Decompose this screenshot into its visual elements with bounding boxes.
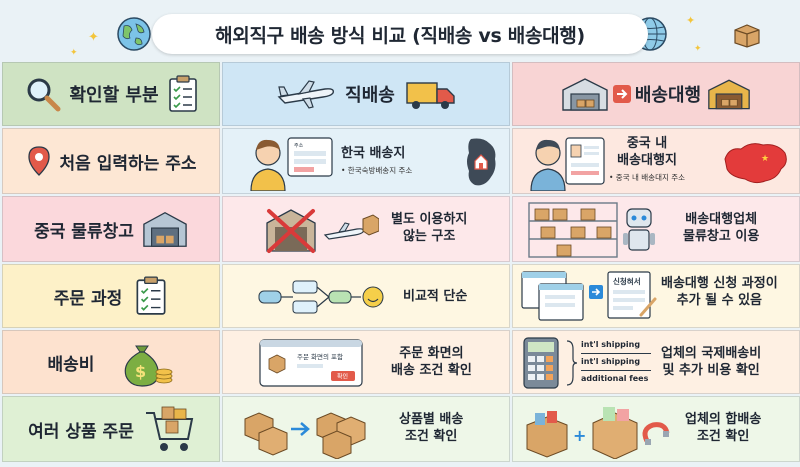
fee-item: int'l shipping bbox=[581, 354, 651, 371]
page-title-text: 해외직구 배송 방식 비교 (직배송 vs 배송대행) bbox=[215, 24, 585, 47]
direct-warehouse-text: 별도 이용하지 않는 구조 bbox=[391, 212, 468, 244]
warehouse-icon bbox=[562, 78, 608, 111]
page-title: 해외직구 배송 방식 비교 (직배송 vs 배송대행) bbox=[152, 14, 648, 54]
plus-icon: + bbox=[573, 426, 586, 445]
magnifier-icon bbox=[27, 78, 61, 112]
direct-address-sub: • 한국숙방배송지 주소 bbox=[341, 166, 413, 175]
calculator-icon bbox=[523, 337, 559, 389]
direct-address-text: 한국 배송지 • 한국숙방배송지 주소 bbox=[341, 145, 412, 176]
globe-icon bbox=[117, 17, 151, 51]
direct-order-cell: 비교적 단순 bbox=[222, 264, 510, 328]
row-label-address: 처음 입력하는 주소 bbox=[2, 128, 220, 194]
browser-window-icon bbox=[521, 271, 584, 321]
arrow-right-icon bbox=[589, 285, 603, 299]
arrow-right-icon bbox=[612, 85, 631, 103]
application-form-label: 신청혀서 bbox=[613, 276, 641, 286]
flowchart-icon bbox=[258, 280, 384, 314]
proxy-fee-cell: int'l shipping int'l shipping additional… bbox=[512, 330, 800, 394]
header-label-check: 확인할 부분 bbox=[69, 85, 159, 106]
direct-fee-text: 주문 화면의 배송 조건 확인 bbox=[391, 346, 472, 378]
title-bar: ✦ ✦ ✦ ✦ 해외직구 배송 방식 비교 (직배송 vs 배송대행) bbox=[0, 0, 800, 62]
warehouse-shelf-icon bbox=[528, 202, 618, 258]
direct-fee-cell: 주문 화면의 포함 확인 주문 화면의 배송 조건 확인 bbox=[222, 330, 510, 394]
warehouse-icon bbox=[143, 211, 187, 247]
row-label-text: 배송비 bbox=[47, 354, 95, 375]
row-label-text: 처음 입력하는 주소 bbox=[59, 153, 197, 174]
location-pin-icon bbox=[27, 146, 50, 176]
row-label-fee: 배송비 $ bbox=[2, 330, 220, 394]
airplane-box-icon bbox=[323, 214, 379, 240]
header-label-proxy: 배송대행 bbox=[634, 85, 702, 106]
proxy-multi-text: 업체의 합배송 조건 확인 bbox=[685, 412, 762, 444]
proxy-order-cell: 신청혀서 배송대행 신청 과정이 추가 될 수 있음 bbox=[512, 264, 800, 328]
china-map-icon: ★ bbox=[724, 143, 787, 184]
proxy-address-cell: 중국 내 배송대행지 • 중국 내 배송대지 주소 ★ bbox=[512, 128, 800, 194]
no-warehouse-icon bbox=[266, 209, 316, 253]
proxy-address-text: 중국 내 배송대행지 • 중국 내 배송대지 주소 bbox=[609, 135, 685, 183]
direct-multi-text: 상품별 배송 조건 확인 bbox=[399, 412, 464, 444]
row-label-text: 여러 상품 주문 bbox=[28, 421, 134, 442]
proxy-warehouse-cell: 배송대행업체 물류창고 이용 bbox=[512, 196, 800, 262]
header-col-check: 확인할 부분 bbox=[2, 62, 220, 126]
money-bag-icon: $ bbox=[125, 345, 173, 387]
form-label: 주소 bbox=[294, 143, 304, 149]
checklist-icon bbox=[168, 75, 197, 112]
row-label-order: 주문 과정 bbox=[2, 264, 220, 328]
row-label-text: 주문 과정 bbox=[53, 288, 123, 309]
row-label-multi: 여러 상품 주문 bbox=[2, 396, 220, 462]
sparkle-icon: ✦ bbox=[70, 48, 78, 58]
window-confirm-button: 확인 bbox=[337, 373, 348, 381]
id-form-icon bbox=[565, 137, 605, 185]
direct-multi-cell: 상품별 배송 조건 확인 bbox=[222, 396, 510, 462]
proxy-fee-text: 업체의 국제배송비 및 추가 비용 확인 bbox=[661, 346, 762, 378]
sparkle-icon: ✦ bbox=[686, 14, 696, 27]
proxy-multi-cell: + 업체의 합배송 조건 확인 bbox=[512, 396, 800, 462]
parcel-box-icon bbox=[734, 24, 760, 48]
warehouse-icon bbox=[708, 79, 750, 110]
korea-map-icon bbox=[467, 138, 496, 186]
sparkle-icon: ✦ bbox=[694, 44, 702, 54]
sparkle-icon: ✦ bbox=[88, 30, 99, 45]
consolidation-icon: + bbox=[526, 407, 670, 459]
fee-item: int'l shipping bbox=[581, 337, 651, 354]
row-label-text: 중국 물류창고 bbox=[34, 221, 134, 242]
person-icon bbox=[530, 139, 566, 191]
proxy-address-main: 중국 내 배송대행지 bbox=[617, 136, 677, 168]
dollar-sign-icon: $ bbox=[135, 362, 146, 381]
star-icon: ★ bbox=[761, 154, 769, 164]
truck-icon bbox=[406, 82, 455, 109]
fee-list: int'l shipping int'l shipping additional… bbox=[581, 337, 651, 388]
bracket-icon bbox=[566, 340, 578, 386]
direct-order-text: 비교적 단순 bbox=[403, 289, 468, 304]
proxy-order-text: 배송대행 신청 과정이 추가 될 수 있음 bbox=[661, 276, 778, 308]
direct-address-cell: 주소 한국 배송지 • 한국숙방배송지 주소 bbox=[222, 128, 510, 194]
address-form-icon: 주소 bbox=[287, 137, 333, 177]
row-label-warehouse: 중국 물류창고 bbox=[2, 196, 220, 262]
header-col-direct: 직배송 bbox=[222, 62, 510, 126]
boxes-arrow-icon bbox=[244, 412, 366, 459]
person-icon bbox=[250, 139, 286, 191]
direct-address-main: 한국 배송지 bbox=[341, 146, 406, 161]
application-form-icon: 신청혀서 bbox=[607, 271, 657, 319]
robot-icon bbox=[623, 208, 655, 251]
fee-item: additional fees bbox=[581, 374, 649, 383]
shopping-cart-icon bbox=[145, 406, 194, 451]
window-title: 주문 화면의 포함 bbox=[297, 352, 343, 361]
header-label-direct: 직배송 bbox=[345, 85, 395, 106]
checklist-icon bbox=[136, 276, 166, 315]
direct-warehouse-cell: 별도 이용하지 않는 구조 bbox=[222, 196, 510, 262]
header-col-proxy: 배송대행 bbox=[512, 62, 800, 126]
proxy-address-sub: • 중국 내 배송대지 주소 bbox=[609, 173, 686, 182]
proxy-warehouse-text: 배송대행업체 물류창고 이용 bbox=[683, 212, 760, 244]
comparison-table: 확인할 부분 직배송 bbox=[0, 62, 800, 467]
airplane-icon bbox=[277, 80, 335, 109]
order-window-icon: 주문 화면의 포함 확인 bbox=[259, 339, 363, 387]
